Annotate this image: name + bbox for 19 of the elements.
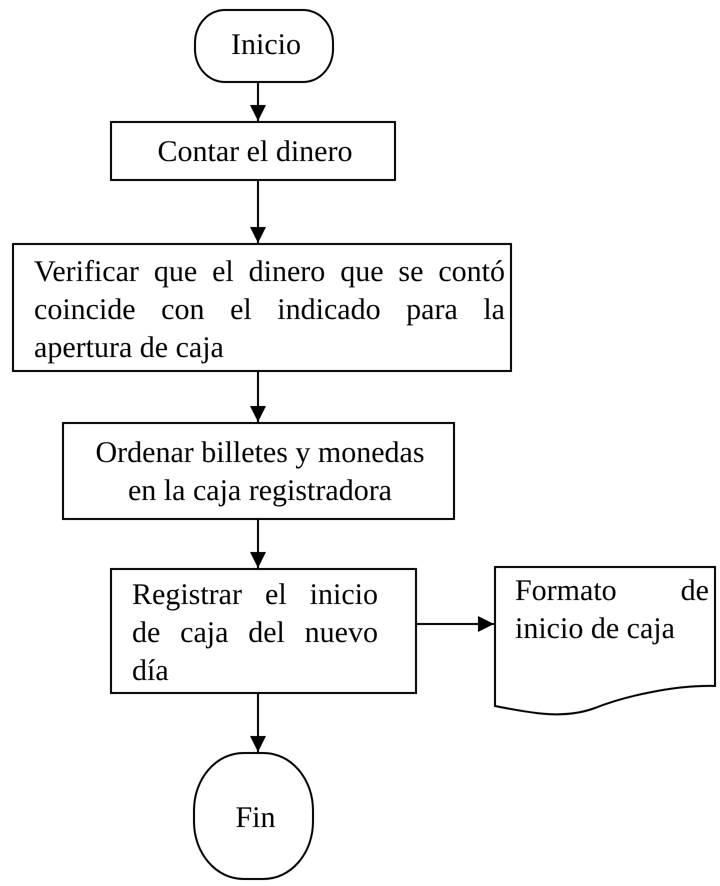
process-box	[110, 568, 417, 694]
arrow	[417, 616, 494, 632]
terminal-shape	[194, 9, 334, 83]
arrow	[250, 83, 266, 121]
process-box	[12, 243, 512, 372]
process-box	[110, 121, 396, 181]
step-text: Contar el dinero	[156, 134, 354, 170]
document-text: Formato de inicio de caja	[515, 573, 709, 647]
arrow	[250, 181, 266, 243]
step-text: Ordenar billetes y monedas en la caja registradora	[94, 435, 426, 509]
arrow	[250, 372, 266, 422]
process-box	[62, 422, 455, 520]
step-text: Verificar que el dinero que se contó coincide con el indicado para la apertura de caja	[34, 254, 505, 366]
arrow	[250, 694, 266, 752]
terminal-shape	[193, 752, 314, 880]
arrow	[250, 520, 266, 568]
step-text: Registrar el inicio de caja del nuevo día	[132, 577, 378, 689]
terminal-label: Fin	[234, 800, 277, 836]
terminal-label: Inicio	[230, 27, 302, 63]
